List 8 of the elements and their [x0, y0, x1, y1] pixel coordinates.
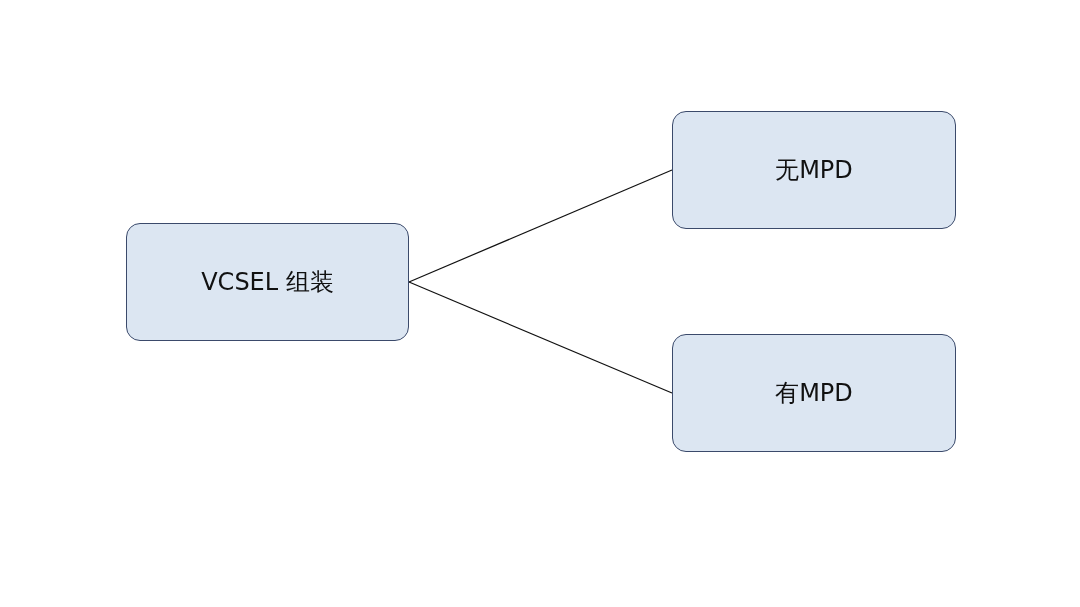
box-label: VCSEL 组装 — [201, 267, 334, 298]
process-box — [672, 334, 956, 452]
process-box — [126, 223, 409, 341]
connector-line — [408, 281, 673, 394]
box-label: 无MPD — [775, 155, 853, 186]
connector-line — [408, 169, 673, 283]
process-box — [672, 111, 956, 229]
box-label: 有MPD — [775, 378, 853, 409]
